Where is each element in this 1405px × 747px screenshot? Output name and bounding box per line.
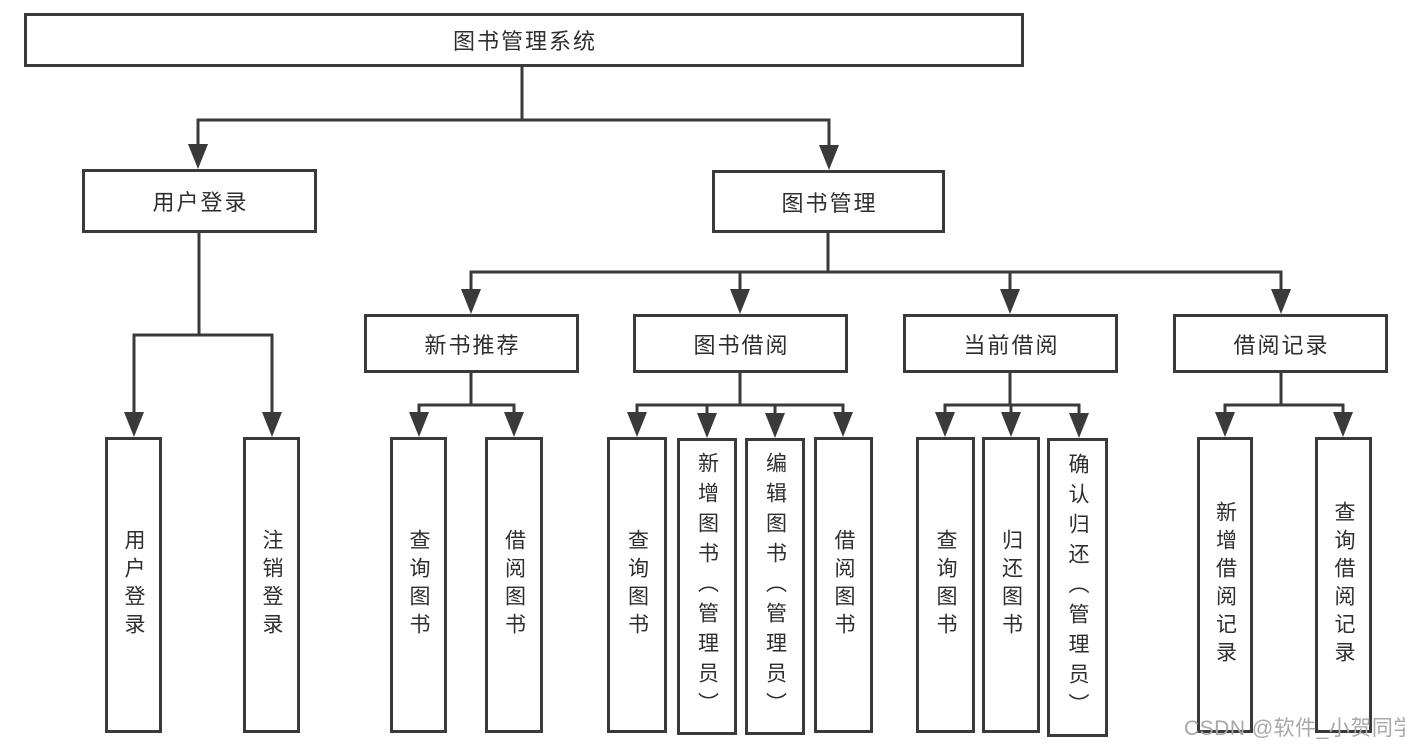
leaf-bookborrow-edit-books-admin-label: 编辑图书（管理员）: [763, 451, 787, 722]
node-current-borrow-label: 当前借阅: [963, 332, 1060, 358]
node-user-login: 用户登录: [82, 169, 317, 233]
leaf-logout: 注销登录: [243, 437, 300, 733]
leaf-bookborrow-query-books: 查询图书: [607, 437, 667, 733]
leaf-logout-label: 注销登录: [260, 529, 283, 641]
node-book-management: 图书管理: [712, 170, 945, 233]
node-book-borrow: 图书借阅: [633, 314, 848, 373]
leaf-bookborrow-add-books-admin: 新增图书（管理员）: [677, 438, 737, 735]
leaf-current-query-books: 查询图书: [916, 437, 975, 733]
leaf-records-query-record: 查询借阅记录: [1315, 437, 1372, 733]
node-borrow-records-label: 借阅记录: [1233, 332, 1330, 358]
node-book-management-label: 图书管理: [781, 190, 878, 216]
leaf-current-confirm-return-admin-label: 确认归还（管理员）: [1066, 452, 1089, 723]
leaf-bookborrow-borrow-books: 借阅图书: [814, 437, 873, 733]
leaf-newbook-borrow-books-label: 借阅图书: [502, 529, 526, 641]
node-new-book-recommend-label: 新书推荐: [424, 332, 521, 358]
leaf-records-add-record: 新增借阅记录: [1197, 437, 1253, 733]
leaf-newbook-borrow-books: 借阅图书: [485, 437, 543, 733]
node-borrow-records: 借阅记录: [1173, 314, 1388, 373]
leaf-records-add-record-label: 新增借阅记录: [1213, 501, 1237, 669]
node-root-label: 图书管理系统: [452, 29, 597, 54]
leaf-current-confirm-return-admin: 确认归还（管理员）: [1047, 438, 1108, 737]
leaf-user-login: 用户登录: [105, 437, 162, 733]
leaf-bookborrow-query-books-label: 查询图书: [625, 529, 649, 641]
leaf-current-query-books-label: 查询图书: [934, 529, 957, 641]
leaf-user-login-label: 用户登录: [122, 529, 145, 641]
leaf-bookborrow-edit-books-admin: 编辑图书（管理员）: [745, 438, 805, 735]
leaf-current-return-books: 归还图书: [982, 437, 1040, 733]
node-user-login-label: 用户登录: [152, 190, 249, 215]
leaf-records-query-record-label: 查询借阅记录: [1332, 501, 1355, 669]
leaf-current-return-books-label: 归还图书: [999, 529, 1023, 641]
leaf-newbook-query-books: 查询图书: [390, 437, 447, 733]
node-current-borrow: 当前借阅: [903, 314, 1118, 373]
leaf-bookborrow-add-books-admin-label: 新增图书（管理员）: [695, 451, 719, 722]
node-book-borrow-label: 图书借阅: [693, 332, 790, 358]
node-root: 图书管理系统: [24, 13, 1024, 67]
watermark: CSDN @软件_小贺同学: [1184, 717, 1405, 740]
leaf-newbook-query-books-label: 查询图书: [407, 529, 430, 641]
node-new-book-recommend: 新书推荐: [364, 314, 579, 373]
leaf-bookborrow-borrow-books-label: 借阅图书: [832, 529, 855, 641]
